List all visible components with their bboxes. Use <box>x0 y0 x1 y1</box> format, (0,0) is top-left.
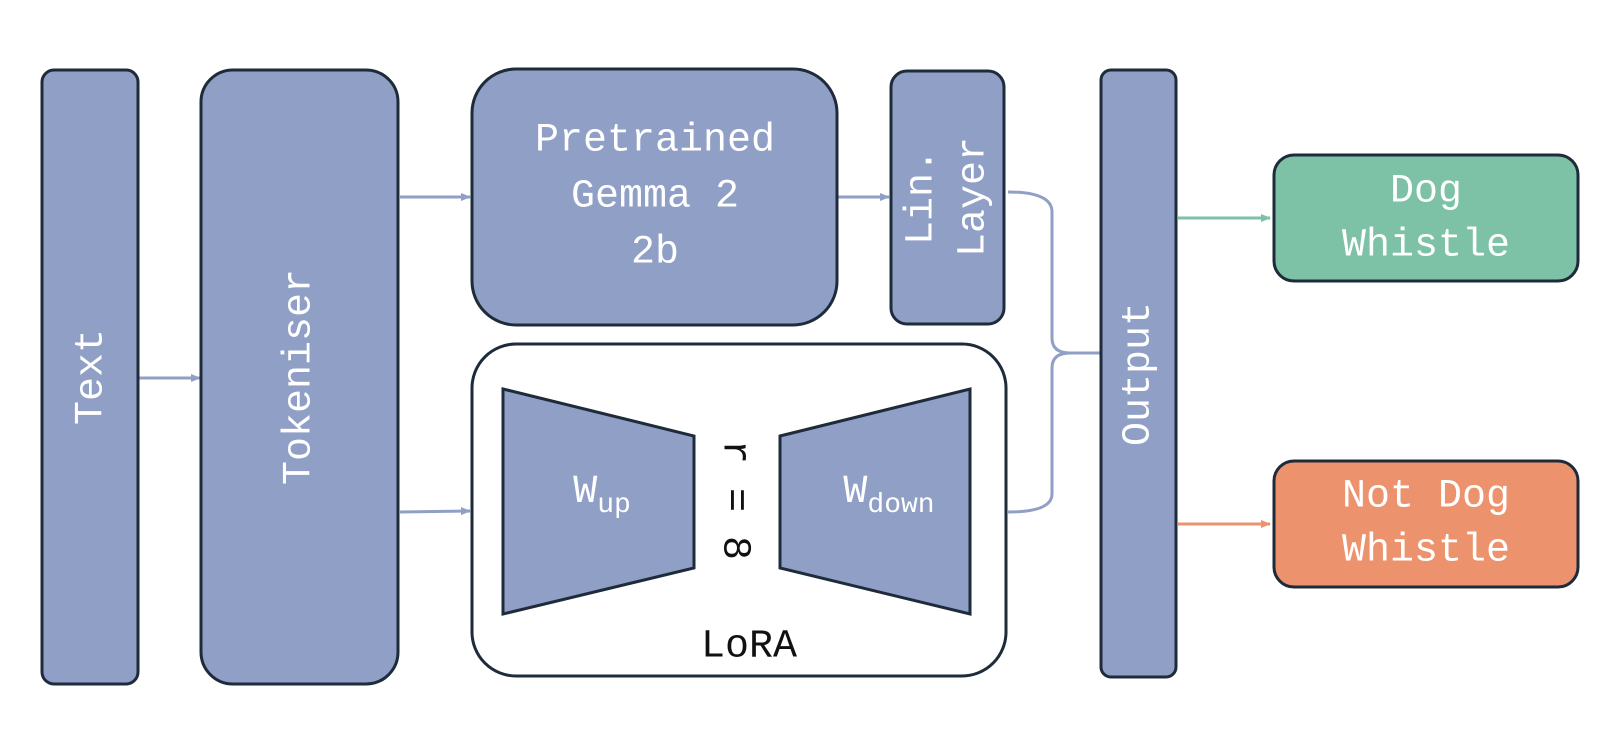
not-dog-whistle-label-line2: Whistle <box>1342 529 1510 574</box>
w-down-trapezoid <box>778 387 972 616</box>
lin-layer-label-line2: Layer <box>952 137 997 257</box>
w-down-label: Wdown <box>843 470 934 521</box>
text-block-label: Text <box>70 329 115 425</box>
rank-label: r = 8 <box>712 440 757 560</box>
tokeniser-block: Tokeniser <box>199 68 400 686</box>
linear-layer-block: Lin. Layer <box>889 69 1006 326</box>
gemma-label-line2: Gemma 2 <box>571 175 739 220</box>
lin-layer-label-line1: Lin. <box>900 149 945 245</box>
text-block: Text <box>40 68 140 686</box>
not-dog-whistle-class-box: Not Dog Whistle <box>1272 459 1580 589</box>
output-block: Output <box>1099 68 1178 679</box>
pretrained-gemma-block: Pretrained Gemma 2 2b <box>470 67 839 327</box>
dog-whistle-label-line2: Whistle <box>1342 224 1510 269</box>
dog-whistle-class-box: Dog Whistle <box>1272 153 1580 283</box>
tokeniser-label: Tokeniser <box>278 269 323 485</box>
w-up-label: Wup <box>573 470 631 521</box>
tokeniser-to-lora-arrow <box>399 507 471 516</box>
not-dog-whistle-label-line1: Not Dog <box>1342 475 1510 520</box>
dog-whistle-label-line1: Dog <box>1390 170 1462 215</box>
merge-brace <box>1007 190 1100 514</box>
gemma-label-line3: 2b <box>631 231 679 276</box>
gemma-label-line1: Pretrained <box>535 119 775 164</box>
lora-label: LoRA <box>701 625 797 670</box>
output-label: Output <box>1117 302 1162 446</box>
w-up-trapezoid <box>501 387 696 616</box>
lora-block: Wup Wdown r = 8 LoRA <box>470 342 1008 678</box>
